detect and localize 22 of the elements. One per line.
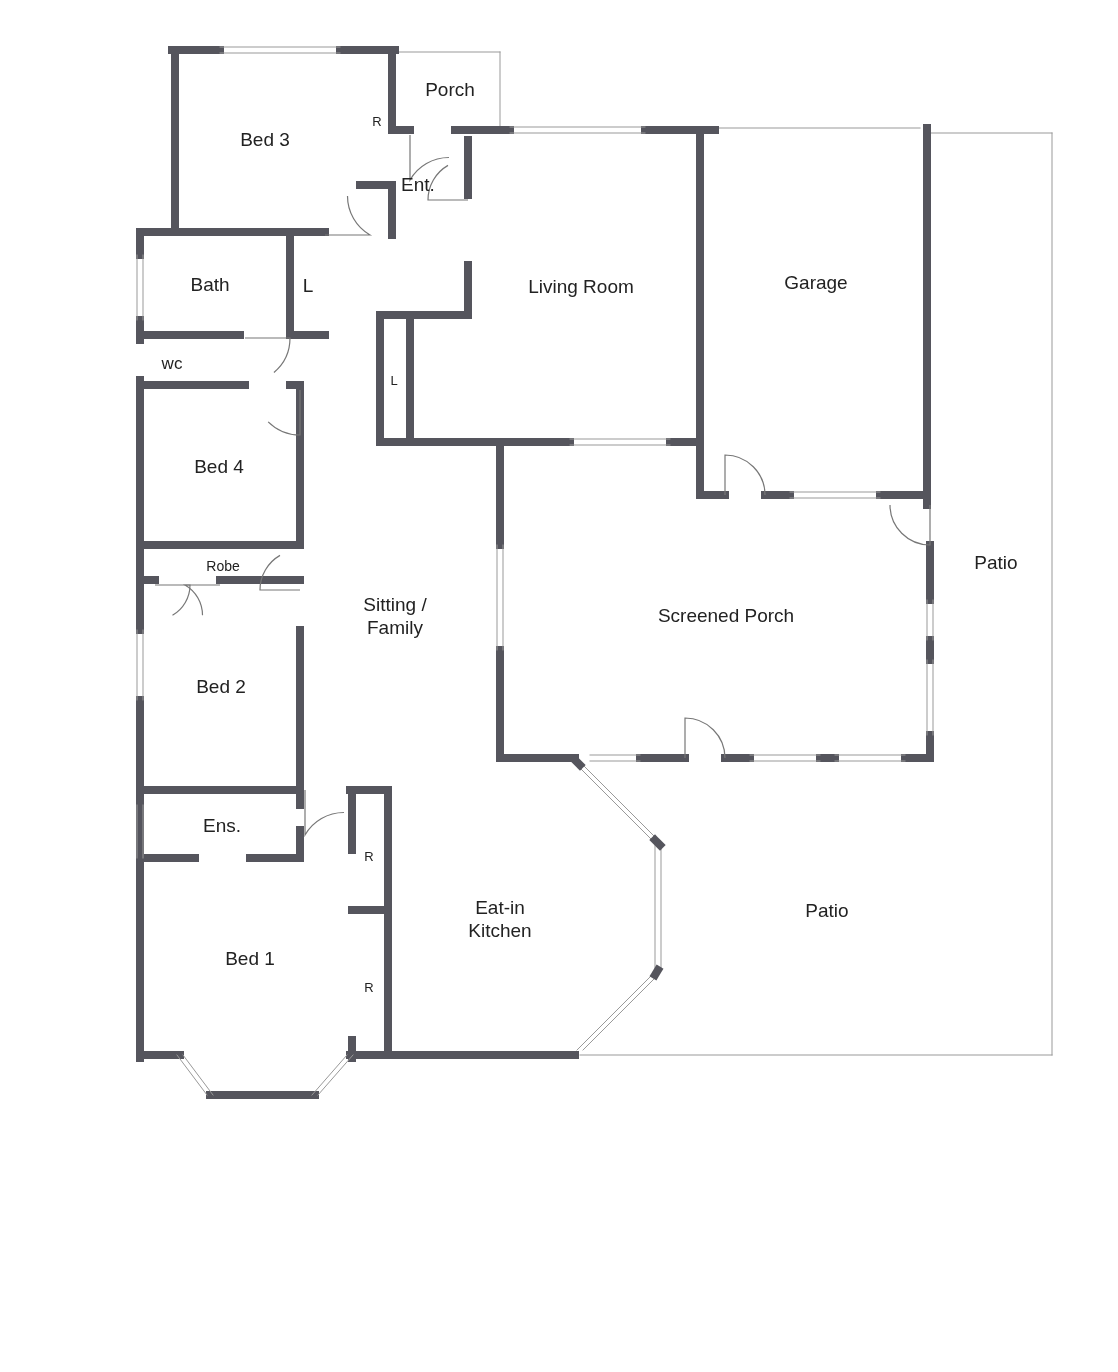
room-label: Ent. bbox=[401, 173, 435, 197]
room-label: Eat-in Kitchen bbox=[467, 897, 533, 943]
room-label: Bed 1 bbox=[225, 947, 275, 971]
room-label: Bath bbox=[190, 273, 230, 297]
room-label: Bed 2 bbox=[196, 675, 246, 699]
room-label: L bbox=[390, 373, 398, 389]
room-label: R bbox=[372, 114, 382, 130]
room-label: Ens. bbox=[203, 814, 241, 838]
room-label: Porch bbox=[425, 78, 475, 102]
room-label: R bbox=[364, 849, 374, 865]
room-label: Garage bbox=[784, 271, 848, 295]
room-label: Patio bbox=[805, 899, 849, 923]
room-label: Sitting / Family bbox=[362, 594, 428, 640]
room-label: Living Room bbox=[528, 275, 634, 299]
room-label: L bbox=[302, 274, 314, 298]
room-label: R bbox=[364, 980, 374, 996]
room-label: Screened Porch bbox=[657, 604, 795, 628]
room-label: Robe bbox=[206, 557, 240, 575]
room-label: Bed 3 bbox=[240, 128, 290, 152]
room-label: Bed 4 bbox=[194, 455, 244, 479]
room-label: wc bbox=[161, 353, 183, 375]
room-label: Patio bbox=[974, 551, 1018, 575]
